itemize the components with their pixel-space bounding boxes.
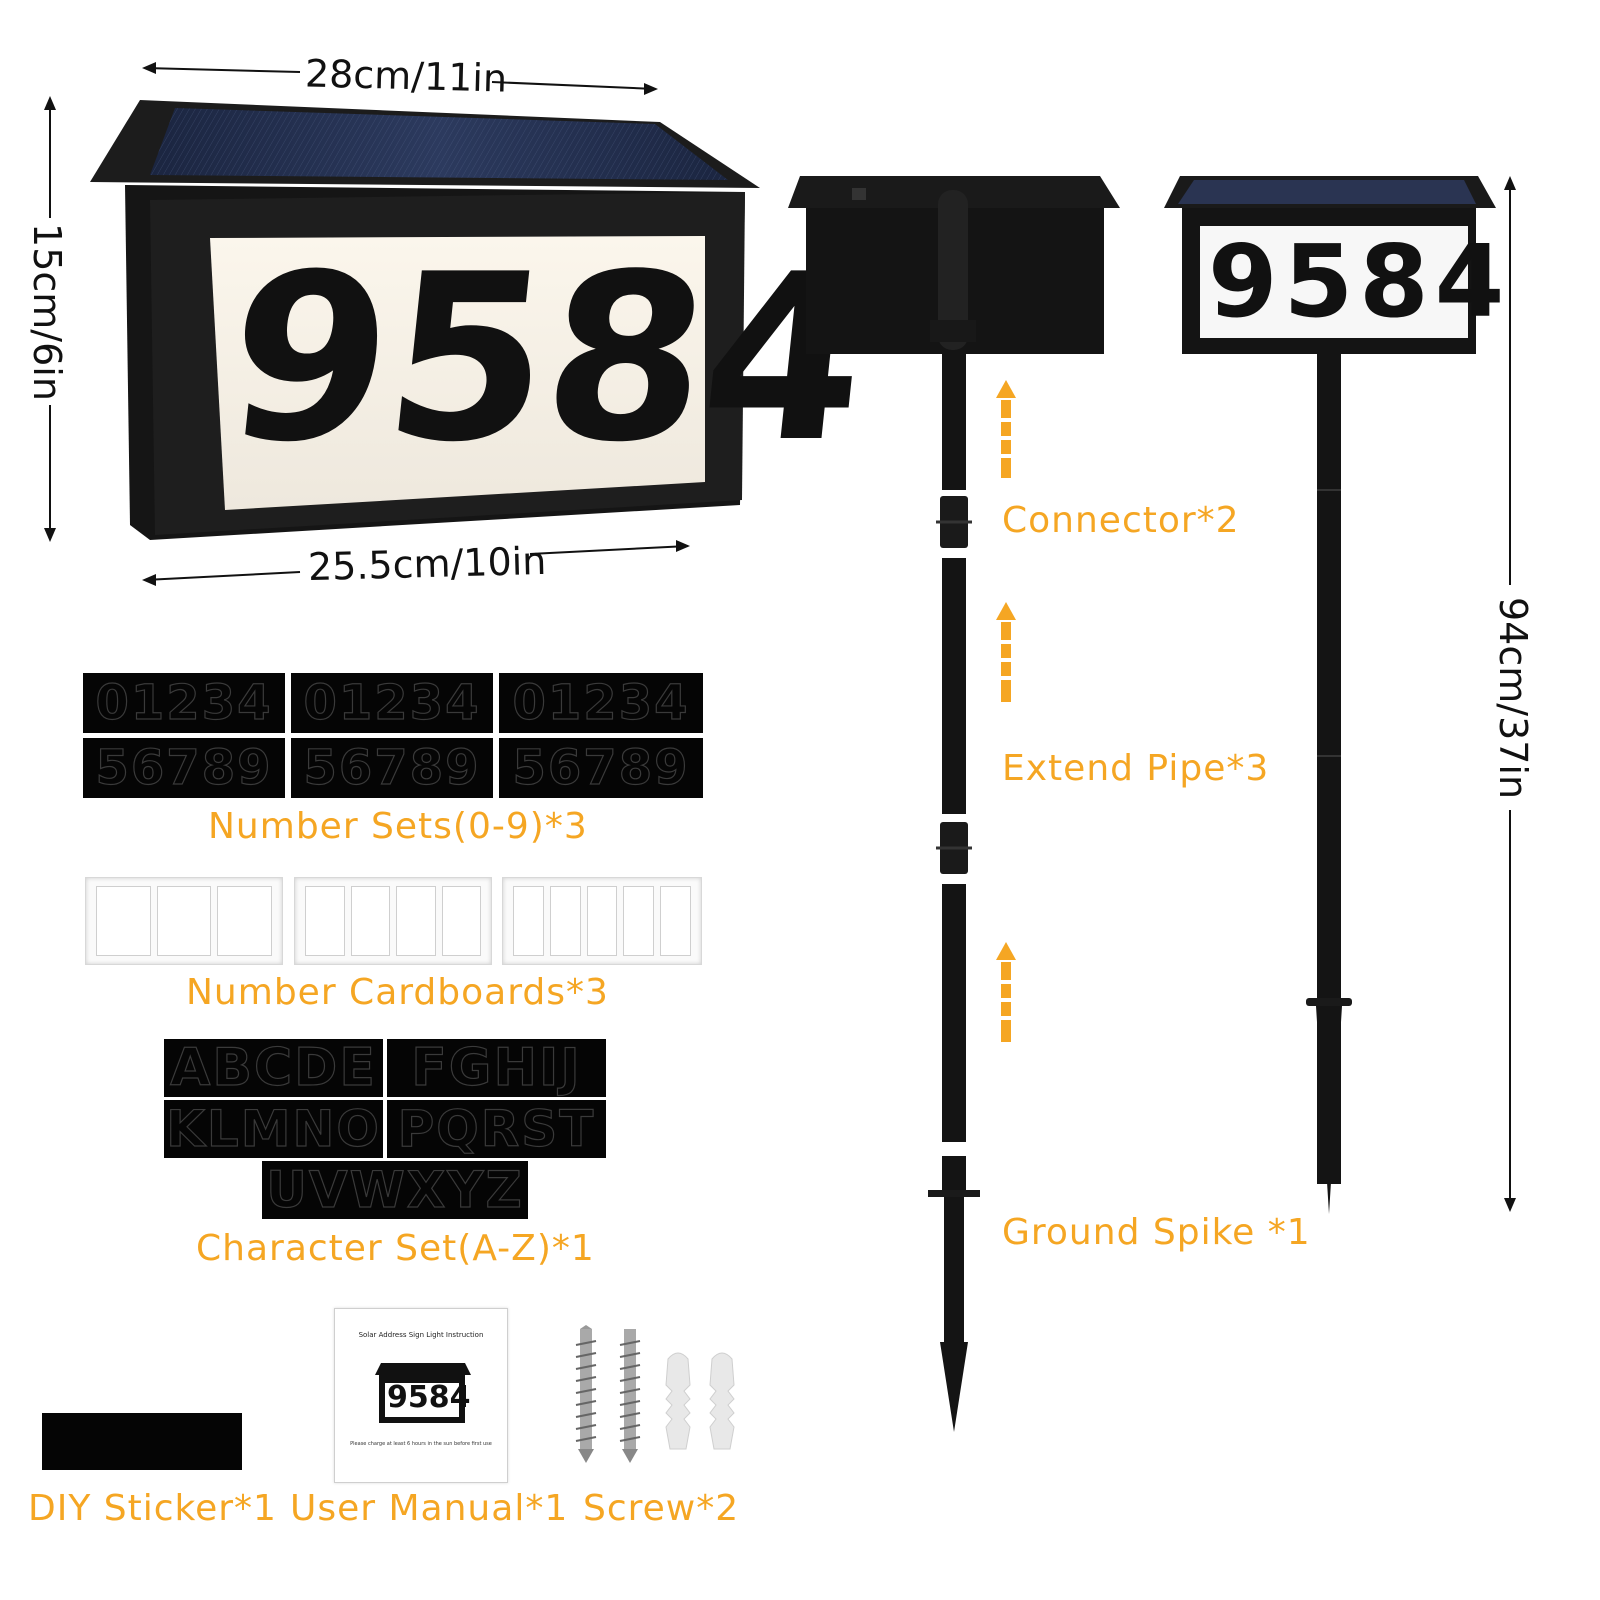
- wall-anchor-2: [709, 1352, 735, 1450]
- pipe-top: [942, 350, 966, 490]
- manual-sign-number: 9584: [387, 1380, 471, 1415]
- number-strip-2-row2: 56789: [291, 738, 493, 798]
- exploded-stake-assembly: [788, 176, 1120, 1432]
- main-sign-number: 9584: [216, 226, 877, 493]
- number-sets-group: 01234 01234 01234 56789 56789 56789: [83, 673, 703, 798]
- char-strip-abcde: ABCDE: [164, 1039, 383, 1097]
- char-strip-pqrst: PQRST: [387, 1100, 606, 1158]
- assembled-height-label: 94cm/37in: [1491, 597, 1535, 800]
- diy-sticker-label: DIY Sticker*1: [28, 1488, 277, 1529]
- user-manual: Solar Address Sign Light Instruction 958…: [334, 1308, 508, 1483]
- screws-illustration: [575, 1325, 735, 1463]
- manual-title: Solar Address Sign Light Instruction: [358, 1331, 484, 1339]
- assembled-sign: [1164, 176, 1496, 354]
- char-strip-fghij: FGHIJ: [387, 1039, 606, 1097]
- assembled-spike: [1316, 1006, 1342, 1214]
- number-sets-label: Number Sets(0-9)*3: [208, 806, 588, 847]
- character-set-label: Character Set(A-Z)*1: [196, 1228, 595, 1269]
- wall-anchor-1: [665, 1352, 691, 1450]
- user-manual-label: User Manual*1: [290, 1488, 569, 1529]
- assembled-sign-number: 9584: [1208, 223, 1511, 340]
- cardboard-2: [294, 877, 492, 965]
- main-sign-illustration: [44, 62, 760, 586]
- sign-light-window: [210, 236, 705, 510]
- number-cardboards-label: Number Cardboards*3: [186, 972, 609, 1013]
- extend-pipe-1: [942, 558, 966, 814]
- char-strip-uvwxyz: UVWXYZ: [262, 1161, 528, 1219]
- assembled-stake-sign: [1164, 176, 1516, 1214]
- mount-post: [938, 190, 968, 350]
- ground-spike-label: Ground Spike *1: [1002, 1212, 1311, 1253]
- number-strip-1-row2: 56789: [83, 738, 285, 798]
- extend-pipe-2: [942, 884, 966, 1142]
- screw-label: Screw*2: [583, 1488, 740, 1529]
- assembly-arrows: [996, 380, 1016, 1042]
- width-bottom-label: 25.5cm/10in: [307, 538, 547, 590]
- cardboard-3: [502, 877, 702, 965]
- cardboard-1: [85, 877, 283, 965]
- char-strip-klmno: KLMNO: [164, 1100, 383, 1158]
- number-strip-1-row1: 01234: [83, 673, 285, 733]
- height-label: 15cm/6in: [25, 223, 69, 401]
- number-strip-3-row1: 01234: [499, 673, 703, 733]
- manual-note: Please charge at least 6 hours in the su…: [350, 1441, 492, 1447]
- ground-spike: [928, 1156, 980, 1432]
- number-strip-2-row1: 01234: [291, 673, 493, 733]
- connector-label: Connector*2: [1002, 500, 1240, 541]
- screw-2: [619, 1329, 641, 1463]
- diy-sticker: [42, 1413, 242, 1470]
- screw-1: [575, 1325, 597, 1463]
- manual-sign-illustration: [375, 1363, 471, 1423]
- number-strip-3-row2: 56789: [499, 738, 703, 798]
- width-top-label: 28cm/11in: [304, 51, 508, 101]
- extend-pipe-label: Extend Pipe*3: [1002, 748, 1270, 789]
